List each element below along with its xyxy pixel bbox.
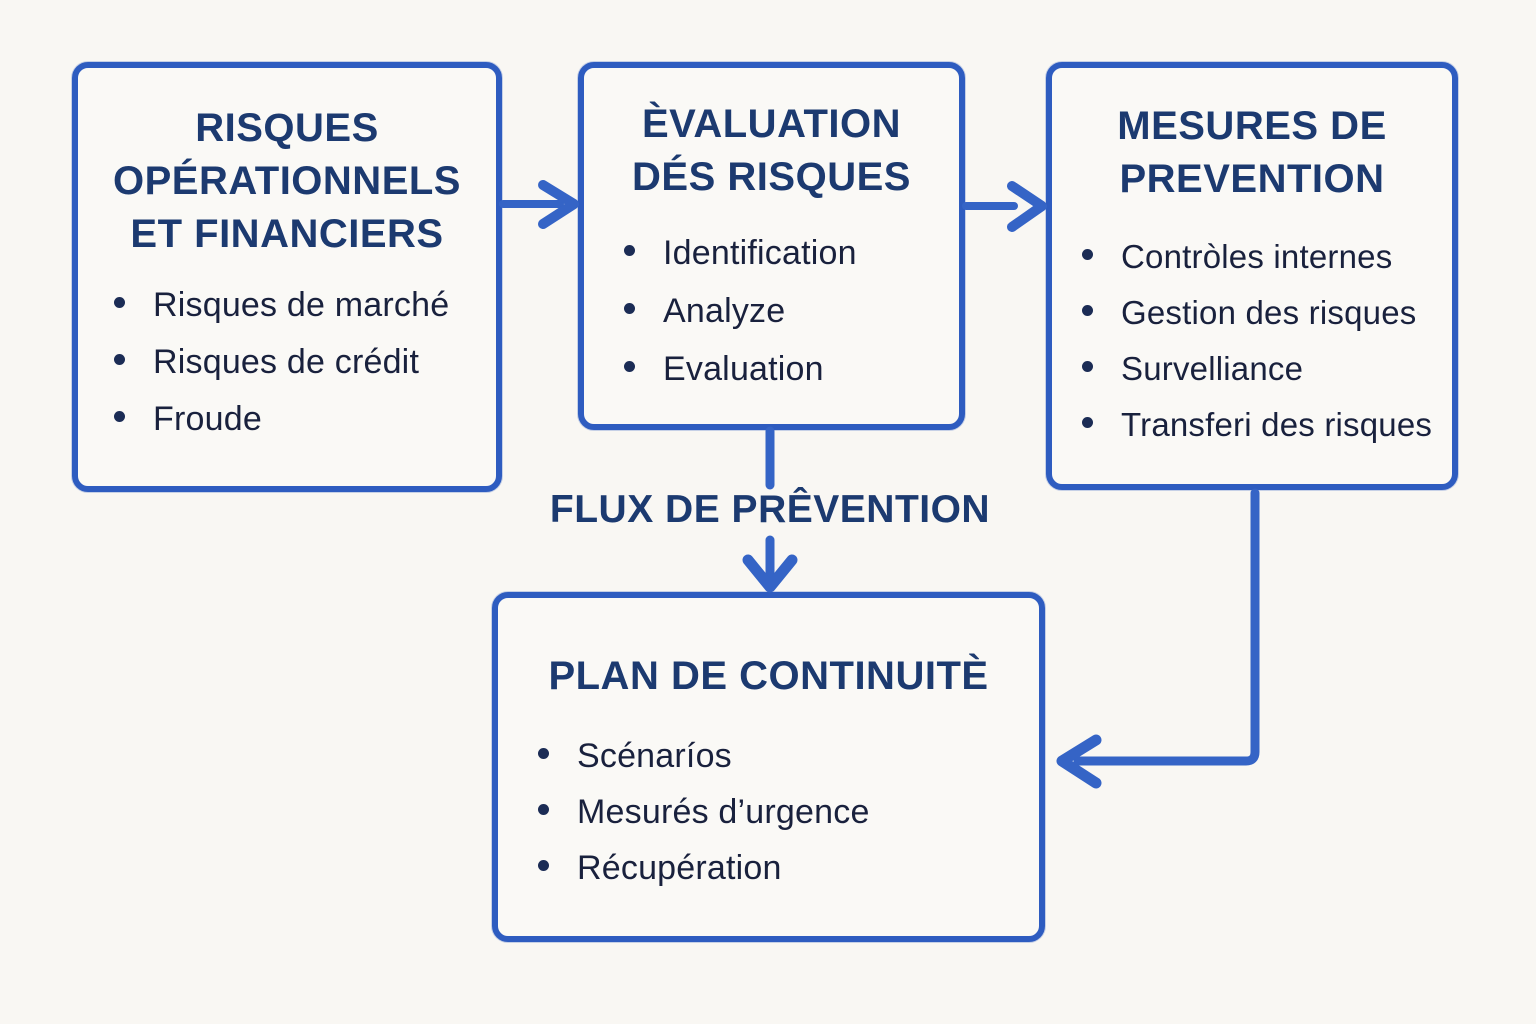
list-item: Scénaríos — [538, 739, 1039, 773]
flow-label: FLUX DE PRÊVENTION — [549, 488, 991, 531]
list-item: Evaluation — [624, 352, 959, 386]
bullet-icon — [538, 860, 549, 872]
list-item: Récupération — [538, 851, 1039, 885]
bullet-icon — [1082, 249, 1093, 261]
list-item: Gestion des risques — [1082, 296, 1452, 329]
list-item: Froude — [114, 402, 496, 436]
list-item-label: Analyze — [663, 292, 786, 331]
box-mesures-list: Contròles internes Gestion des risques S… — [1052, 206, 1452, 441]
list-item-label: Evaluation — [663, 350, 824, 389]
arrow-flow-to-plan-icon — [742, 535, 798, 593]
bullet-icon — [114, 353, 125, 365]
box-mesures-prevention: MESURES DE PREVENTION Contròles internes… — [1046, 62, 1458, 490]
list-item: Mesurés d’urgence — [538, 795, 1039, 829]
list-item-label: Survelliance — [1121, 350, 1304, 388]
arrow-mesures-to-plan-icon — [1056, 488, 1260, 789]
bullet-icon — [114, 296, 125, 308]
list-item-label: Récupération — [577, 849, 782, 888]
box-evaluation-risques: ÈVALUATION DÉS RISQUES Identification An… — [578, 62, 965, 430]
list-item: Identification — [624, 236, 959, 270]
list-item: Contròles internes — [1082, 240, 1452, 273]
list-item-label: Transferi des risques — [1121, 406, 1433, 444]
bullet-icon — [114, 410, 125, 422]
list-item: Transferi des risques — [1082, 408, 1452, 441]
bullet-icon — [624, 245, 635, 257]
box-title-mesures: MESURES DE PREVENTION — [1117, 104, 1387, 202]
list-item-label: Froude — [153, 399, 262, 438]
box-title-evaluation: ÈVALUATION DÉS RISQUES — [632, 102, 911, 200]
list-item: Risques de crédit — [114, 345, 496, 379]
box-title-risques: RISQUES OPÉRATIONNELS ET FINANCIERS — [112, 106, 461, 257]
box-risques-operationnels: RISQUES OPÉRATIONNELS ET FINANCIERS Risq… — [72, 62, 502, 492]
list-item-label: Mesurés d’urgence — [577, 793, 870, 832]
list-item-label: Risques de crédit — [153, 342, 420, 381]
box-plan-continuite: PLAN DE CONTINUITÈ Scénaríos Mesurés d’u… — [492, 592, 1045, 942]
arrow-evaluation-to-mesures-icon — [962, 181, 1047, 232]
bullet-icon — [1082, 361, 1093, 373]
bullet-icon — [538, 748, 549, 760]
bullet-icon — [624, 361, 635, 373]
list-item: Survelliance — [1082, 352, 1452, 385]
list-item: Analyze — [624, 294, 959, 328]
list-item-label: Contròles internes — [1121, 238, 1393, 276]
box-plan-list: Scénaríos Mesurés d’urgence Récupération — [498, 703, 1039, 885]
list-item-label: Scénaríos — [577, 737, 732, 776]
bullet-icon — [624, 303, 635, 315]
arrow-risques-to-evaluation-icon — [499, 180, 579, 229]
box-evaluation-list: Identification Analyze Evaluation — [584, 204, 959, 386]
bullet-icon — [1082, 417, 1093, 429]
bullet-icon — [538, 804, 549, 816]
list-item: Risques de marché — [114, 288, 496, 322]
list-item-label: Risques de marché — [153, 285, 450, 324]
list-item-label: Identification — [663, 234, 857, 273]
box-risques-list: Risques de marché Risques de crédit Frou… — [78, 262, 496, 436]
bullet-icon — [1082, 305, 1093, 317]
list-item-label: Gestion des risques — [1121, 294, 1417, 332]
box-title-plan: PLAN DE CONTINUITÈ — [548, 654, 989, 698]
